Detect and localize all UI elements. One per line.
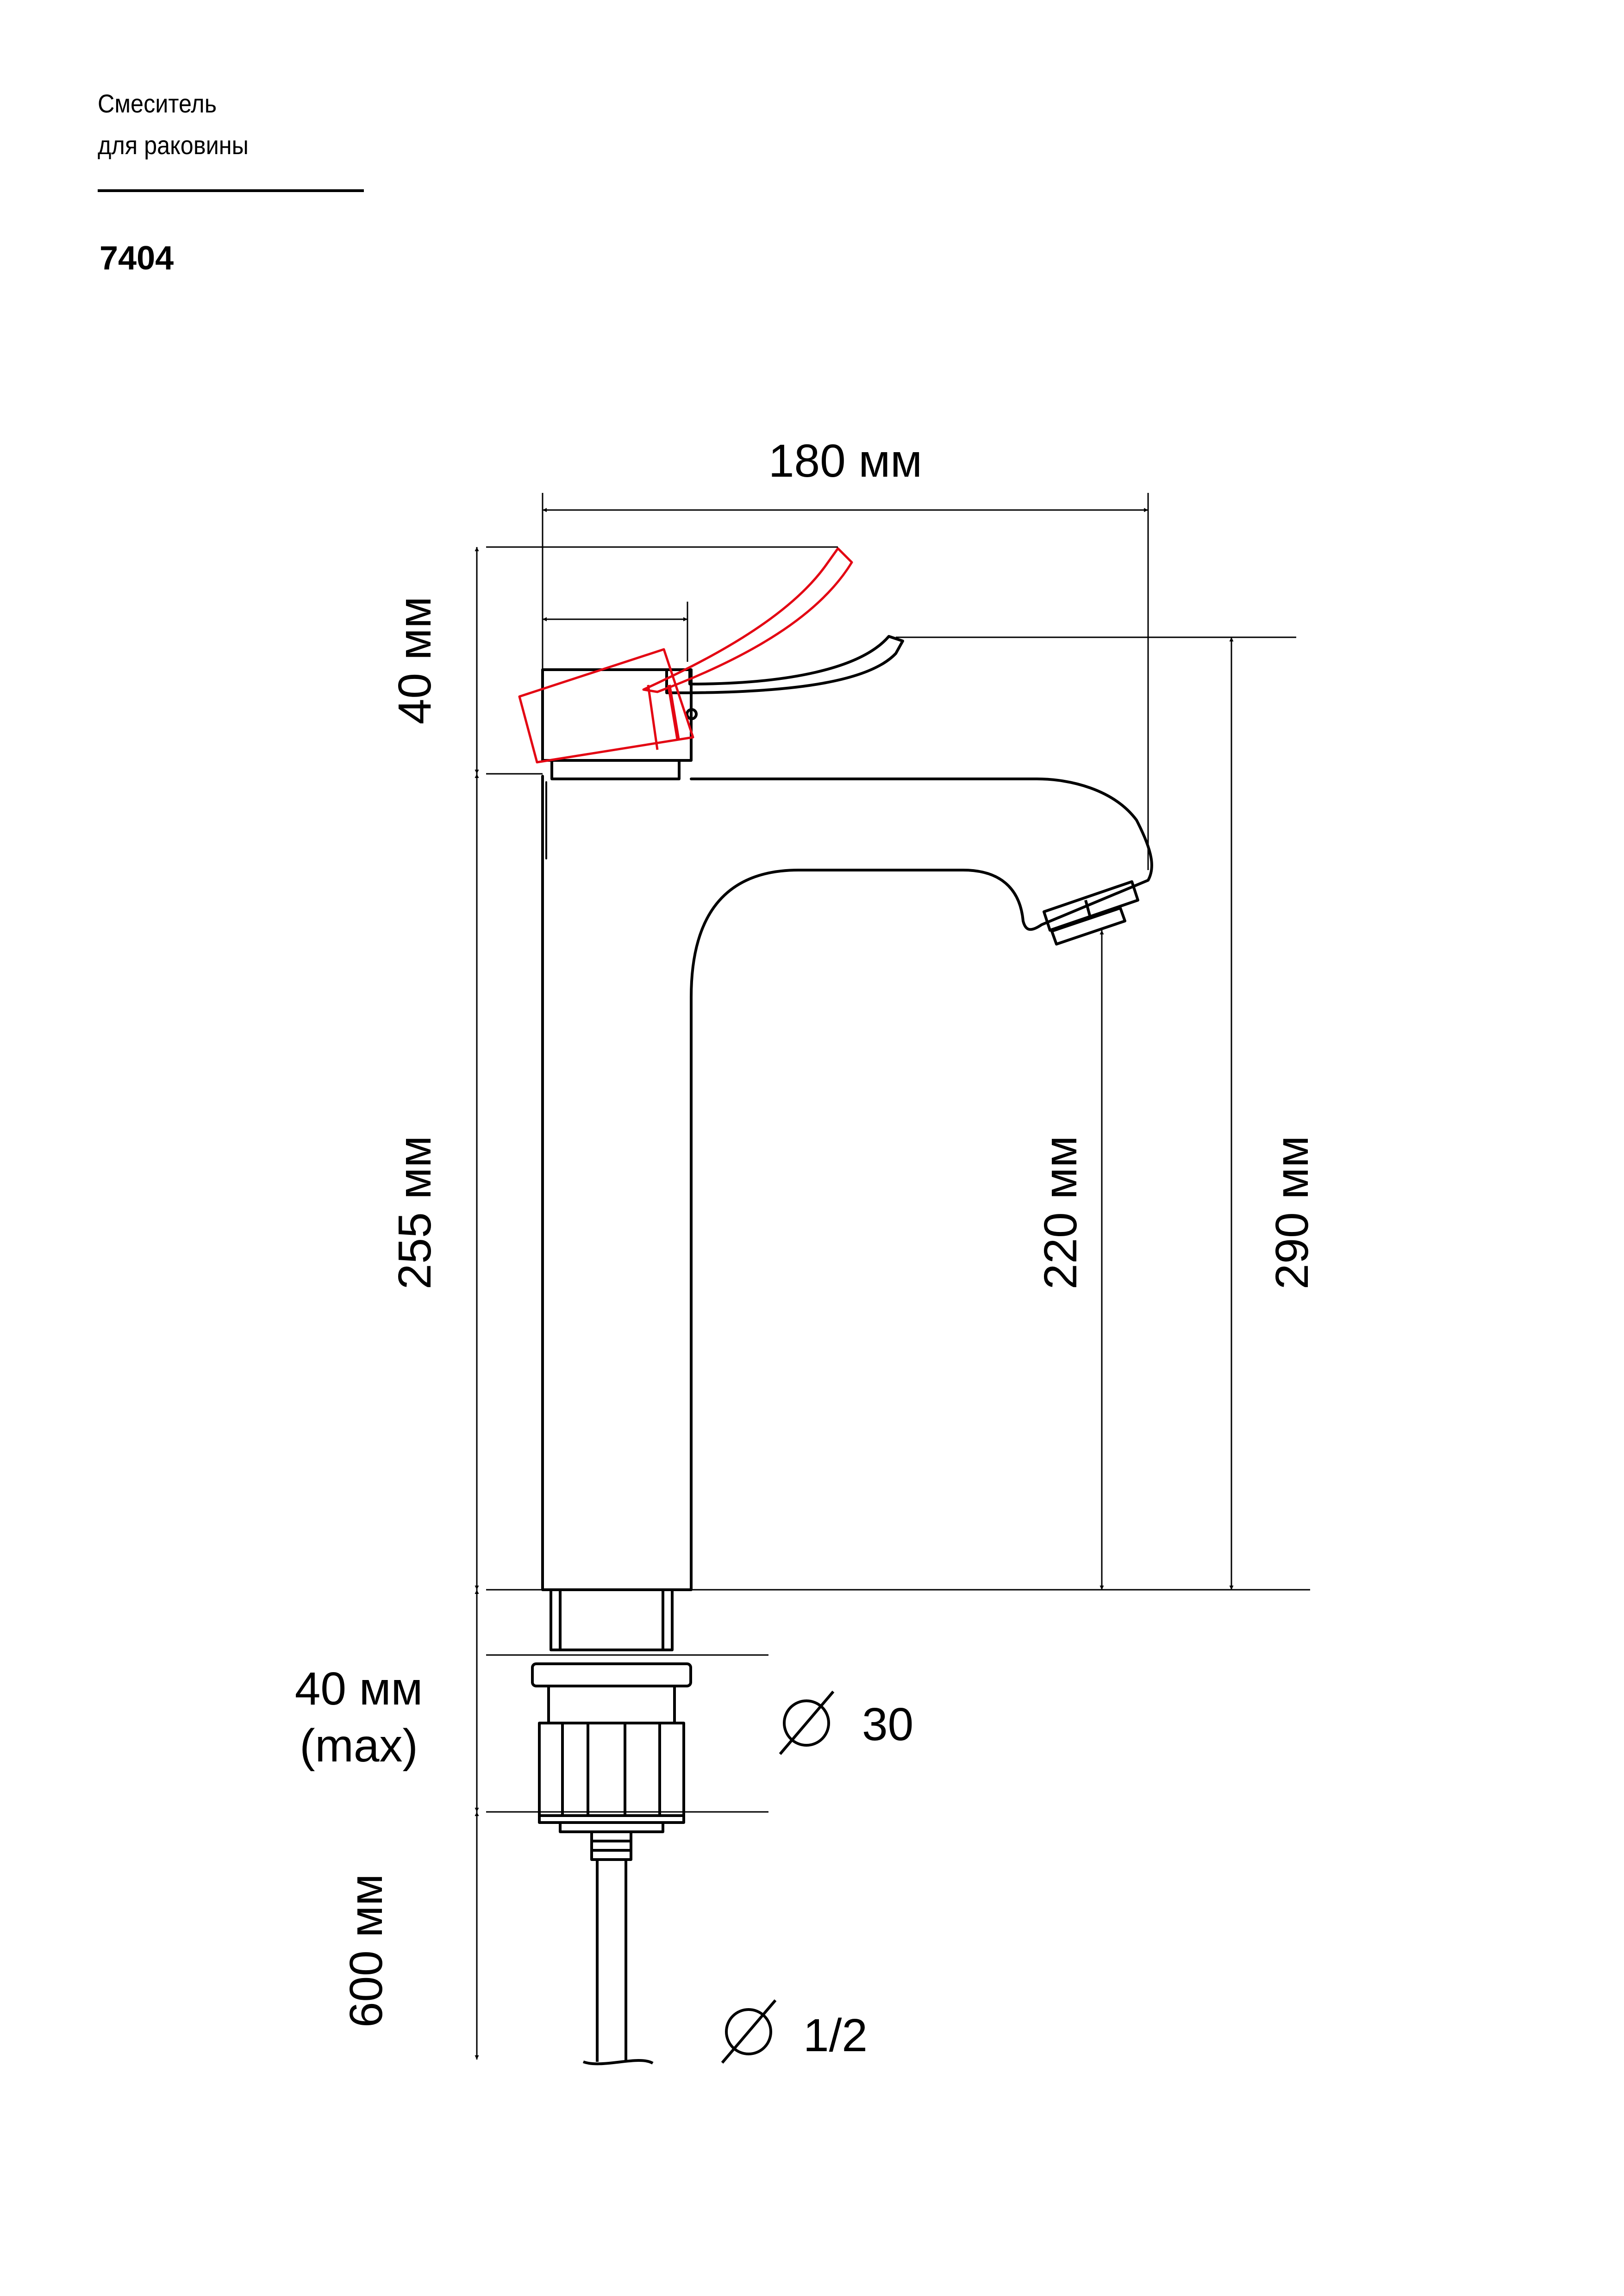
lever-base <box>541 668 693 780</box>
product-title-line1: Смеситель <box>98 89 217 118</box>
faucet-outline <box>541 775 1153 1591</box>
mounting-assembly <box>531 1588 692 1833</box>
dim-total-height-label: 290 мм <box>1266 1136 1318 1289</box>
product-title-line2: для раковины <box>98 131 249 160</box>
dim-mount-thickness-note: (max) <box>300 1720 418 1772</box>
dimension-lines <box>475 508 1234 2060</box>
dim-handle-height-label: 40 мм <box>389 597 441 725</box>
dim-body-height-label: 255 мм <box>389 1136 441 1289</box>
diameter-icon <box>779 1691 835 1755</box>
hose <box>582 1830 654 2066</box>
lever-closed <box>665 635 904 720</box>
header-divider <box>98 189 364 192</box>
lever-open-alt-position <box>518 547 853 764</box>
extension-lines <box>486 493 1310 1813</box>
dim-hose-length-label: 600 мм <box>340 1874 392 2028</box>
dim-mount-thickness-label: 40 мм <box>295 1663 423 1715</box>
model-number: 7404 <box>100 240 174 277</box>
diameter-mount-value: 30 <box>862 1699 913 1750</box>
dim-spout-height-label: 220 мм <box>1035 1136 1087 1289</box>
dim-total-width-label: 180 мм <box>768 435 922 487</box>
lever-screw <box>686 708 698 720</box>
diameter-hose-thread-value: 1/2 <box>803 2010 868 2061</box>
diameter-icon <box>721 1999 777 2064</box>
faucet-body <box>541 775 1153 1591</box>
aerator <box>1043 880 1139 946</box>
